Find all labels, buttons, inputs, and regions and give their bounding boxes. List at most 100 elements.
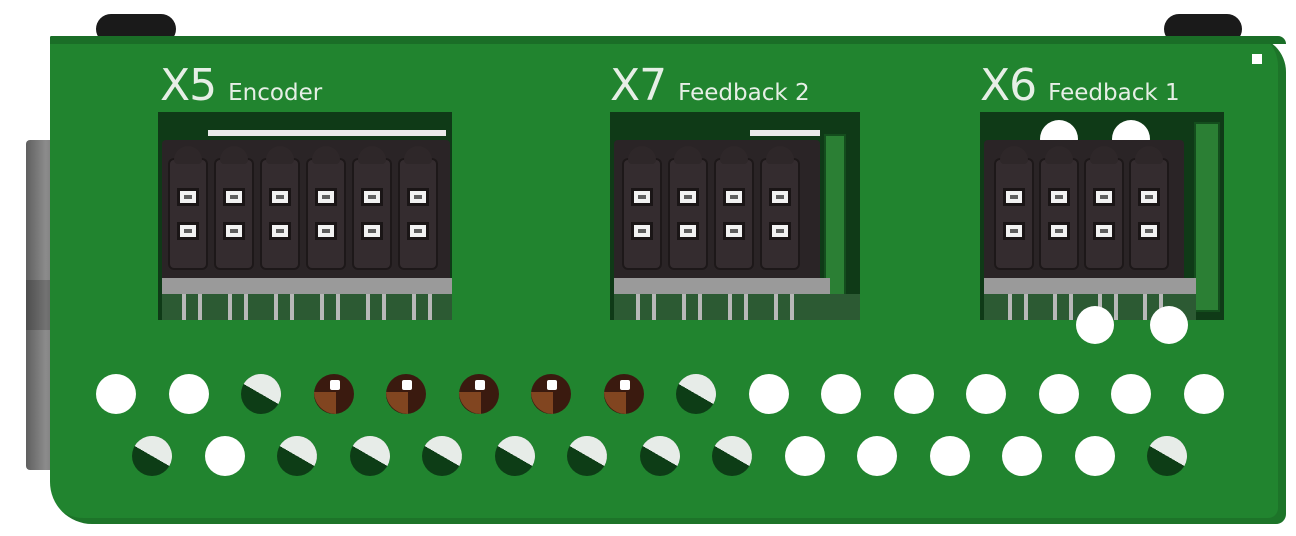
- pin-socket: [631, 188, 653, 206]
- pin-socket: [407, 188, 429, 206]
- pin-socket: [1048, 222, 1070, 240]
- pin-socket: [1138, 188, 1160, 206]
- vent-hole: [676, 374, 716, 414]
- pin-lead: [1114, 294, 1118, 320]
- pin-lead: [652, 294, 656, 320]
- connector-x7: [610, 112, 860, 320]
- connector-x6: [980, 112, 1224, 344]
- vent-hole: [567, 436, 607, 476]
- connector-designator: X6: [980, 60, 1037, 111]
- pin-column: [1084, 146, 1124, 270]
- vent-hole: [494, 436, 535, 476]
- vent-hole: [1183, 374, 1224, 414]
- board-top-edge: [50, 36, 1286, 44]
- pin-socket: [177, 188, 199, 206]
- vent-hole: [893, 374, 934, 414]
- pin-lead: [244, 294, 248, 320]
- pin-column: [668, 146, 708, 270]
- pin-socket: [677, 188, 699, 206]
- connector-side-latch: [1194, 122, 1220, 312]
- pin-column: [398, 146, 438, 270]
- pin-lead: [1069, 294, 1073, 320]
- pin-socket: [315, 188, 337, 206]
- vent-hole: [639, 436, 680, 476]
- connector-base-bar: [984, 278, 1196, 294]
- pin-column: [1039, 146, 1079, 270]
- pin-column-cap: [358, 146, 386, 164]
- pin-column-cap: [628, 146, 656, 164]
- vent-hole: [1038, 374, 1079, 414]
- pin-socket: [769, 222, 791, 240]
- connector-designator: X7: [610, 60, 667, 111]
- pin-lead: [636, 294, 640, 320]
- pin-column-cap: [312, 146, 340, 164]
- pin-column-cap: [720, 146, 748, 164]
- pin-column: [1129, 146, 1169, 270]
- vent-hole: [603, 374, 644, 414]
- pin-column: [760, 146, 800, 270]
- vent-hole: [204, 436, 245, 476]
- vent-hole: [929, 436, 970, 476]
- pin-column-cap: [174, 146, 202, 164]
- pin-lead: [1053, 294, 1057, 320]
- vent-hole: [1074, 436, 1115, 476]
- pin-lead: [790, 294, 794, 320]
- vent-hole: [784, 436, 825, 476]
- connector-x5: [158, 112, 452, 320]
- pin-socket: [723, 222, 745, 240]
- pin-socket: [677, 222, 699, 240]
- pin-lead: [1143, 294, 1147, 320]
- pin-column: [168, 146, 208, 270]
- pin-column-cap: [766, 146, 794, 164]
- vent-hole: [712, 436, 752, 476]
- pin-socket: [1093, 188, 1115, 206]
- pin-lead: [412, 294, 416, 320]
- pin-column-cap: [1090, 146, 1118, 164]
- vent-hole: [313, 374, 354, 414]
- pin-socket: [1138, 222, 1160, 240]
- pin-lead: [366, 294, 370, 320]
- pin-lead: [320, 294, 324, 320]
- pin-lead: [744, 294, 748, 320]
- vent-hole: [1111, 374, 1151, 414]
- pin-lead: [682, 294, 686, 320]
- vent-hole: [96, 374, 136, 414]
- label-x6: X6 Feedback 1: [980, 60, 1180, 111]
- pin-lead: [774, 294, 778, 320]
- pin-column: [352, 146, 392, 270]
- pin-column-cap: [404, 146, 432, 164]
- vent-hole: [1147, 436, 1187, 476]
- pin-column: [714, 146, 754, 270]
- pin-lead: [182, 294, 186, 320]
- pin-column: [994, 146, 1034, 270]
- pin-lead: [382, 294, 386, 320]
- pin-column: [214, 146, 254, 270]
- pin-socket: [223, 222, 245, 240]
- pin-column: [260, 146, 300, 270]
- pin-socket: [361, 188, 383, 206]
- pin-lead: [336, 294, 340, 320]
- pin-lead: [198, 294, 202, 320]
- vent-hole: [748, 374, 789, 414]
- pin-socket: [769, 188, 791, 206]
- connector-name: Feedback 1: [1048, 80, 1180, 106]
- pin-leads: [614, 294, 860, 320]
- pin-socket: [1093, 222, 1115, 240]
- pin-lead: [228, 294, 232, 320]
- vent-hole: [531, 374, 571, 414]
- pin-column-cap: [1045, 146, 1073, 164]
- pin-lead: [1008, 294, 1012, 320]
- through-hole: [1076, 306, 1114, 344]
- connector-top-rail: [750, 130, 820, 136]
- vent-hole: [349, 436, 390, 476]
- pin-socket: [269, 222, 291, 240]
- connector-base-bar: [614, 278, 830, 294]
- pin-lead: [1024, 294, 1028, 320]
- pin-column-cap: [266, 146, 294, 164]
- pin-socket: [723, 188, 745, 206]
- vent-hole: [386, 374, 426, 414]
- vent-hole: [458, 374, 499, 414]
